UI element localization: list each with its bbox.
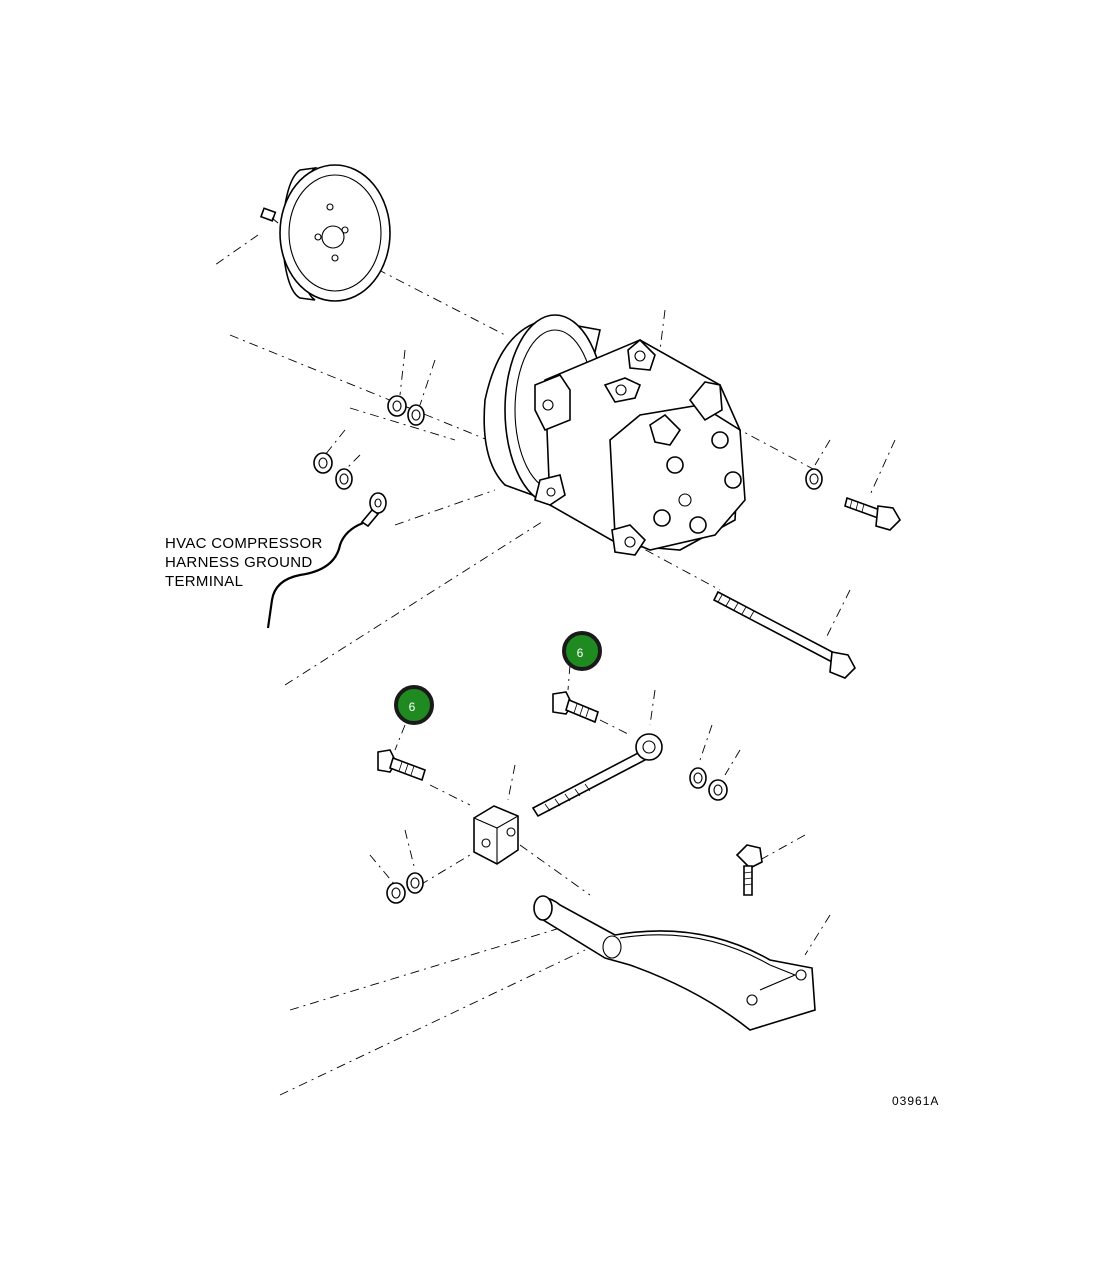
hvac-compressor xyxy=(483,314,746,556)
mounting-bracket xyxy=(533,895,816,1031)
callout-number-2: 6 xyxy=(409,700,416,714)
nut-upper-2 xyxy=(313,452,333,474)
callout-number-1: 6 xyxy=(577,646,584,660)
ground-terminal-label-line3: TERMINAL xyxy=(165,573,244,590)
long-through-bolt xyxy=(712,590,856,679)
washer-upper-1 xyxy=(407,404,425,426)
compressor-pulley xyxy=(279,164,391,302)
ground-terminal-label: HVAC COMPRESSOR HARNESS GROUND TERMINAL xyxy=(165,534,323,591)
bracket-bolt xyxy=(735,844,763,896)
lower-nut-washer xyxy=(386,872,424,904)
ground-terminal xyxy=(266,492,387,629)
spacer-block xyxy=(473,805,519,865)
callout-bolt-left xyxy=(377,749,426,782)
upper-nut-washer-set xyxy=(313,395,425,490)
figure-id: 03961A xyxy=(892,1094,940,1108)
pulley-screw xyxy=(259,207,279,224)
washer-upper-2 xyxy=(335,468,353,490)
callout-marker-1[interactable]: 6 xyxy=(562,631,602,671)
nut-upper-1 xyxy=(387,395,407,417)
callout-marker-2[interactable]: 6 xyxy=(394,685,434,725)
rod-nut-washer xyxy=(689,767,728,801)
ground-terminal-label-line1: HVAC COMPRESSOR xyxy=(165,535,323,552)
right-mount-bolt xyxy=(844,496,902,531)
adjusting-rod xyxy=(531,733,663,818)
ground-terminal-label-line2: HARNESS GROUND xyxy=(165,554,313,571)
callout-bolt-right xyxy=(552,691,599,724)
right-washer xyxy=(805,468,823,490)
